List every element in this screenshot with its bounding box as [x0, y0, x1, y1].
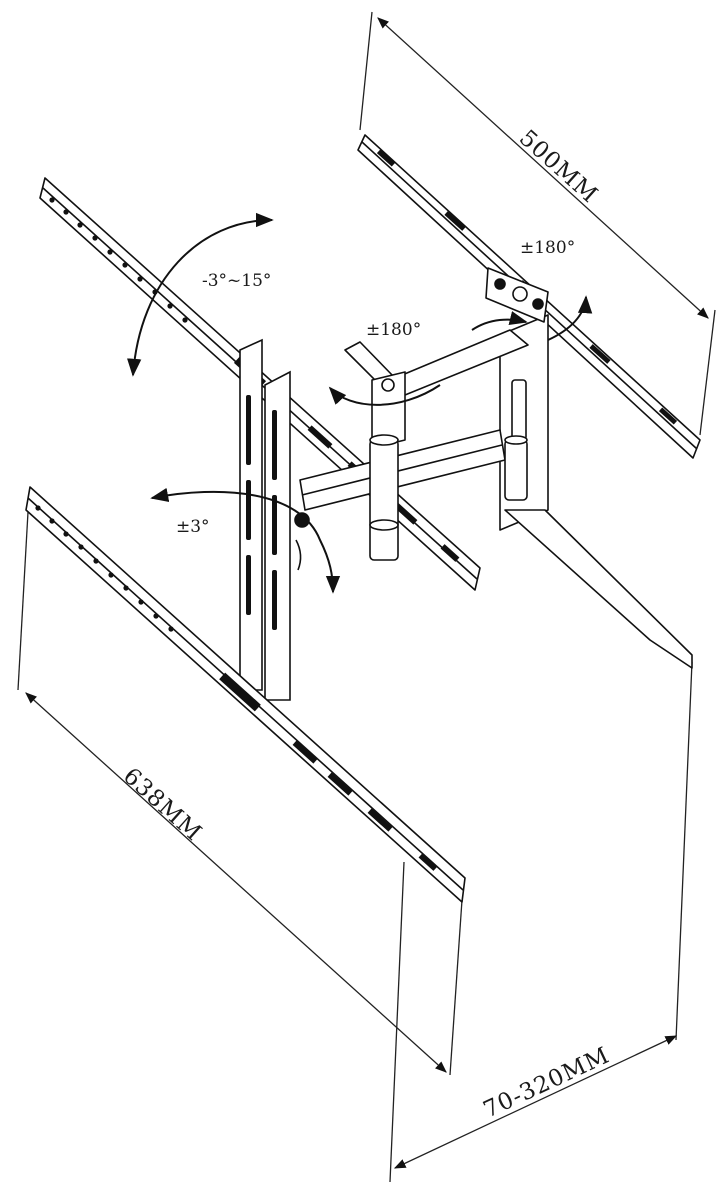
vertical-brackets	[239, 338, 291, 701]
angle-label-swivel-plate: ±180°	[520, 238, 575, 258]
dimension-label-depth: 70-320MM	[480, 1042, 614, 1123]
motion-arrows	[127, 212, 593, 594]
bottom-left-rail	[25, 486, 466, 903]
dimension-label-500mm: 500MM	[514, 125, 603, 209]
dimension-lines	[17, 11, 716, 1183]
angle-label-tilt: -3°~15°	[202, 271, 271, 291]
articulating-arms	[294, 267, 693, 669]
dimension-label-638mm: 638MM	[118, 763, 207, 847]
angle-label-swivel-arm: ±180°	[366, 320, 421, 340]
angle-label-level: ±3°	[176, 517, 210, 537]
